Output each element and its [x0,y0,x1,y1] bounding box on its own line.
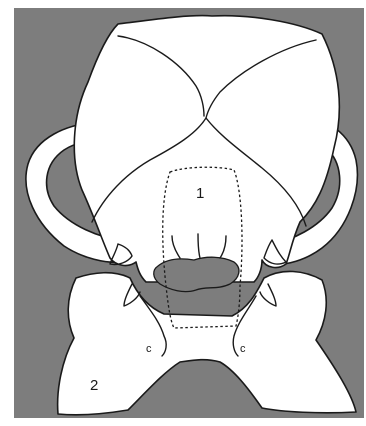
mark-left: c [146,344,152,355]
label-region-2: 2 [90,378,98,393]
label-region-1: 1 [196,186,204,201]
mark-right: c [240,344,246,355]
